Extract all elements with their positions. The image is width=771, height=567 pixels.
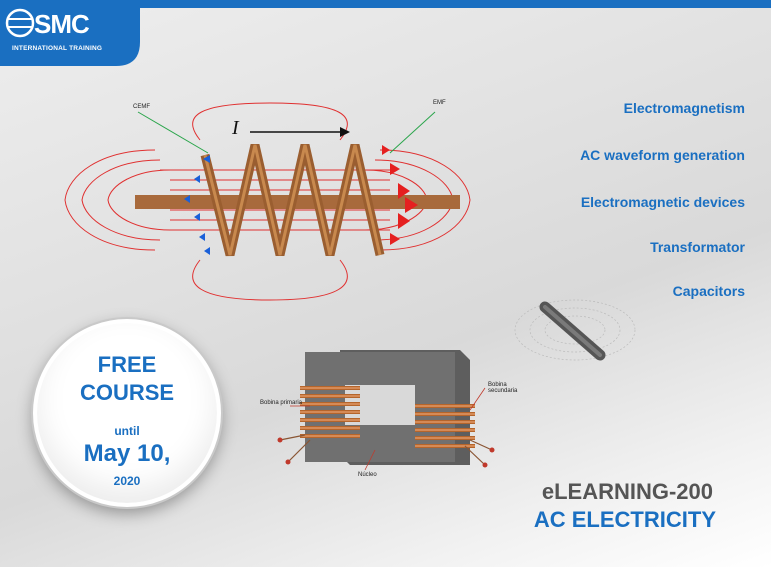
topic-electromagnetic-devices[interactable]: Electromagnetic devices bbox=[580, 194, 745, 210]
topic-ac-waveform[interactable]: AC waveform generation bbox=[580, 147, 745, 163]
cemf-label: CEMF bbox=[133, 104, 150, 110]
transformer-illustration: Bobina primaria Bobina secundaria Núcleo bbox=[260, 340, 520, 485]
topic-capacitors[interactable]: Capacitors bbox=[672, 283, 745, 299]
magnet-field-illustration bbox=[505, 285, 645, 390]
course-code: eLEARNING-200 bbox=[541, 479, 713, 504]
course-title: AC ELECTRICITY bbox=[533, 507, 716, 532]
emf-label: EMF bbox=[433, 100, 446, 106]
bar-magnet bbox=[514, 299, 636, 361]
badge-date: May 10, bbox=[83, 440, 171, 467]
logo-subtitle: INTERNATIONAL TRAINING bbox=[12, 45, 103, 52]
topic-electromagnetism[interactable]: Electromagnetism bbox=[623, 100, 745, 116]
primary-coil-label: Bobina primaria bbox=[260, 400, 303, 406]
badge-until: until bbox=[114, 424, 140, 438]
coil-field-diagram: CEMF EMF I bbox=[60, 95, 500, 315]
smc-logo: SMC bbox=[34, 9, 90, 39]
topic-transformator[interactable]: Transformator bbox=[650, 239, 745, 255]
current-label: I bbox=[232, 117, 239, 139]
transformer-graphic bbox=[277, 350, 495, 471]
core-label: Núcleo bbox=[358, 472, 377, 478]
badge-line2: COURSE bbox=[79, 380, 175, 405]
badge-free-course: FREE COURSE bbox=[37, 351, 217, 407]
secondary-coil-label: Bobina secundaria bbox=[488, 382, 518, 394]
logo-tab-shape bbox=[0, 0, 140, 66]
top-band bbox=[0, 0, 771, 8]
coil-illustration bbox=[64, 102, 471, 301]
badge-year: 2020 bbox=[113, 474, 141, 488]
badge-line1: FREE bbox=[97, 352, 157, 377]
smc-logo-tab[interactable]: SMC INTERNATIONAL TRAINING bbox=[0, 0, 140, 66]
free-course-badge[interactable]: FREE COURSE until May 10, 2020 bbox=[33, 319, 221, 507]
